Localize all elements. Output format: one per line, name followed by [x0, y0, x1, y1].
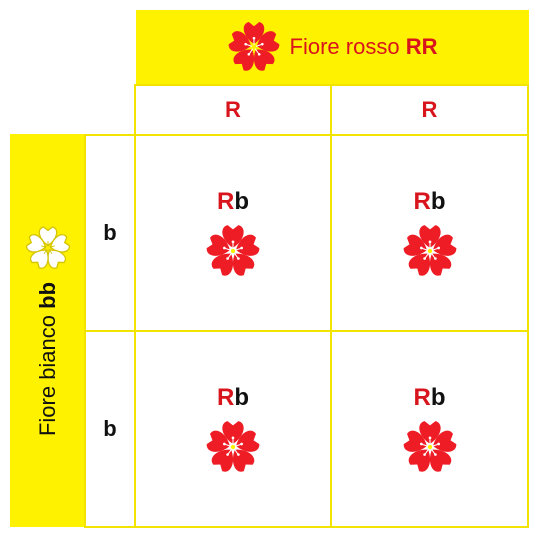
offspring-genotype: Rb: [216, 384, 249, 411]
offspring-genotype: Rb: [216, 188, 249, 215]
side-allele-1: b: [84, 134, 136, 332]
top-parent-label: Fiore rosso RR: [289, 34, 438, 59]
punnett-cell: Rb: [330, 330, 529, 528]
punnett-cell: Rb: [330, 134, 529, 332]
punnett-cell: Rb: [134, 134, 332, 332]
top-allele-1: R: [134, 84, 332, 136]
red-flower-icon: [228, 21, 280, 73]
punnett-cell: Rb: [134, 330, 332, 528]
red-flower-icon: [206, 420, 260, 474]
white-flower-icon: [26, 225, 70, 269]
red-flower-icon: [403, 224, 457, 278]
top-allele-2: R: [330, 84, 529, 136]
red-flower-icon: [403, 420, 457, 474]
top-parent-header: Fiore rosso RR: [136, 10, 529, 84]
red-flower-icon: [206, 224, 260, 278]
side-parent-header: Fiore bianco bb: [10, 134, 86, 527]
side-parent-label: Fiore bianco bb: [35, 281, 60, 436]
side-allele-2: b: [84, 330, 136, 528]
offspring-genotype: Rb: [413, 188, 446, 215]
offspring-genotype: Rb: [413, 384, 446, 411]
